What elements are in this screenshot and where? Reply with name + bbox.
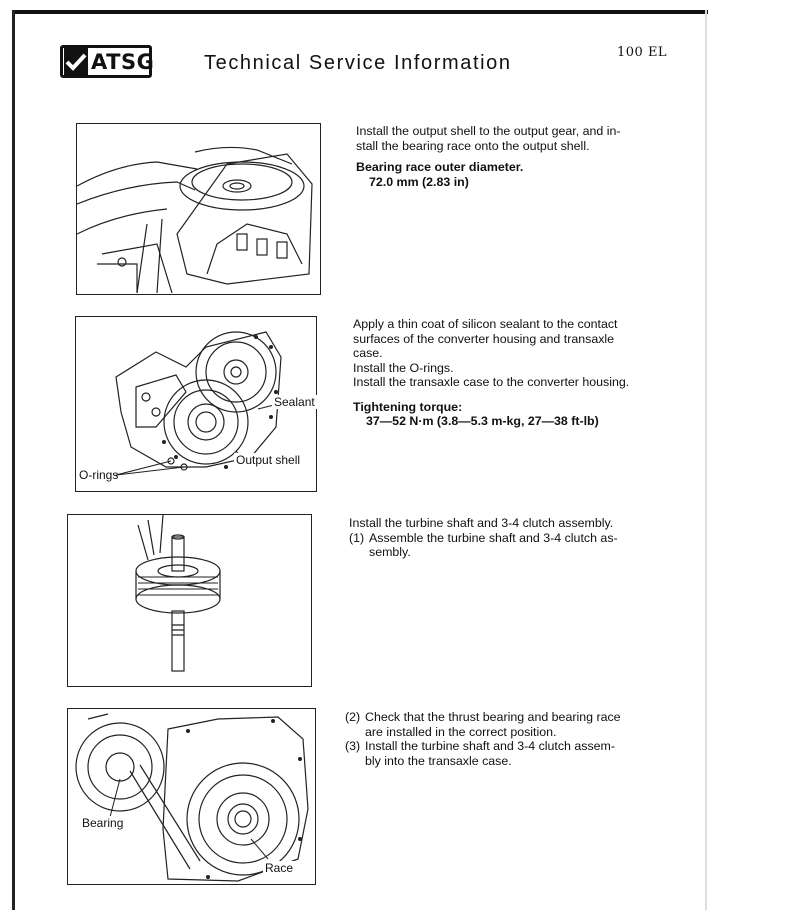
step-number: (3) bbox=[345, 739, 361, 753]
step-line: Check that the thrust bearing and bearin… bbox=[365, 710, 621, 724]
paragraph-line: Install the transaxle case to the conver… bbox=[353, 375, 630, 389]
spec-value: 37—52 N·m (3.8—5.3 m-kg, 27—38 ft-lb) bbox=[366, 414, 599, 428]
turbine-install-illustration bbox=[75, 713, 309, 882]
figure-turbine-install: Bearing Race bbox=[67, 708, 316, 885]
section-2-text: Apply a thin coat of silicon sealant to … bbox=[353, 317, 653, 429]
step-line: bly into the transaxle case. bbox=[365, 753, 512, 768]
section-1-text: Install the output shell to the output g… bbox=[356, 124, 656, 189]
spec-heading: Bearing race outer diameter. bbox=[356, 160, 524, 174]
step-line: are installed in the correct position. bbox=[365, 724, 557, 739]
step-number: (1) bbox=[349, 530, 365, 545]
atsg-logo: ATSG bbox=[60, 45, 155, 78]
figure-output-shell bbox=[76, 123, 321, 295]
paragraph-line: Install the O-rings. bbox=[353, 360, 454, 375]
o-rings-label: O-rings bbox=[79, 468, 119, 482]
paragraph-line: case. bbox=[353, 346, 383, 360]
top-border bbox=[12, 10, 708, 14]
page-id: 100 EL bbox=[617, 45, 668, 60]
page-title: Technical Service Information bbox=[204, 52, 512, 74]
bearing-label: Bearing bbox=[80, 816, 126, 830]
paragraph-line: Apply a thin coat of silicon sealant to … bbox=[353, 317, 618, 331]
paragraph-line: Install the output shell to the output g… bbox=[356, 124, 621, 138]
race-label: Race bbox=[263, 861, 296, 875]
turbine-shaft-illustration bbox=[135, 515, 221, 672]
step-1: (1) Assemble the turbine shaft and 3-4 c… bbox=[349, 531, 649, 560]
section-3-text: Install the turbine shaft and 3-4 clutch… bbox=[349, 516, 649, 560]
figure-transaxle-case: Sealant Output shell O-rings bbox=[75, 316, 317, 492]
paragraph-line: surfaces of the converter housing and tr… bbox=[353, 331, 615, 346]
checkmark-icon bbox=[64, 48, 88, 75]
output-shell-illustration bbox=[77, 146, 313, 293]
section-4-text: (2) Check that the thrust bearing and be… bbox=[345, 710, 645, 768]
right-rule bbox=[705, 10, 707, 910]
step-line: sembly. bbox=[369, 545, 411, 559]
step-line: Install the turbine shaft and 3-4 clutch… bbox=[365, 739, 616, 753]
figure-turbine-shaft bbox=[67, 514, 312, 687]
paragraph-line: stall the bearing race onto the output s… bbox=[356, 138, 590, 153]
transaxle-case-illustration bbox=[115, 331, 282, 476]
output-shell-label: Output shell bbox=[234, 453, 303, 467]
logo-text: ATSG bbox=[91, 49, 155, 74]
step-line: Assemble the turbine shaft and 3-4 clutc… bbox=[369, 530, 618, 545]
step-number: (2) bbox=[345, 710, 361, 724]
spec-value: 72.0 mm (2.83 in) bbox=[369, 174, 469, 189]
step-2: (2) Check that the thrust bearing and be… bbox=[345, 710, 645, 739]
spec-heading: Tightening torque: bbox=[353, 399, 463, 414]
step-3: (3) Install the turbine shaft and 3-4 cl… bbox=[345, 739, 645, 768]
paragraph-line: Install the turbine shaft and 3-4 clutch… bbox=[349, 516, 614, 530]
sealant-label: Sealant bbox=[272, 395, 317, 409]
left-border bbox=[12, 10, 15, 910]
